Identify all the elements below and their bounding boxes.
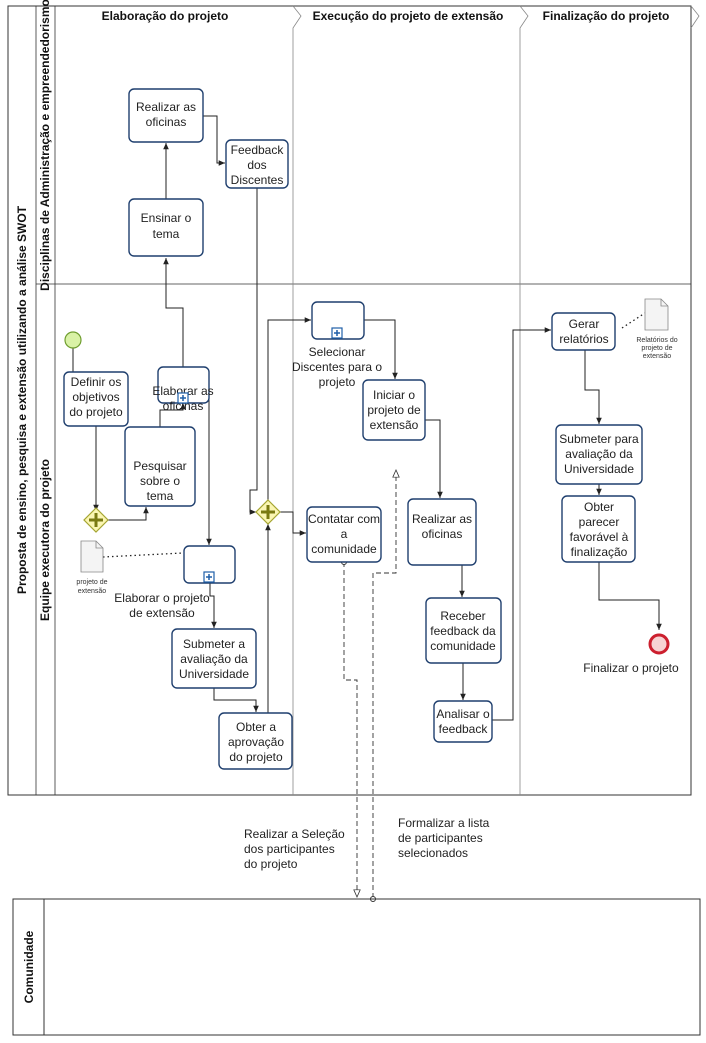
svg-text:oficinas: oficinas [422, 527, 463, 541]
svg-text:do projeto: do projeto [229, 750, 283, 764]
svg-text:avaliação da: avaliação da [565, 447, 633, 461]
svg-text:Iniciar o: Iniciar o [373, 388, 415, 402]
svg-text:Ensinar o: Ensinar o [141, 211, 192, 225]
phase-header-finalizacao: Finalização do projeto [543, 9, 670, 23]
pool-title: Proposta de ensino, pesquisa e extensão … [15, 205, 29, 594]
svg-text:parecer: parecer [579, 515, 620, 529]
svg-text:aprovação: aprovação [228, 735, 284, 749]
svg-text:objetivos: objetivos [72, 390, 119, 404]
svg-text:Pesquisar: Pesquisar [133, 459, 186, 473]
svg-text:tema: tema [153, 227, 180, 241]
lane-label-top: Disciplinas de Administração e empreende… [38, 0, 52, 291]
svg-text:feedback: feedback [439, 722, 489, 736]
label-elaborar-projeto-1: Elaborar o projeto [114, 591, 210, 605]
message-label-formalizar-2: de participantes [398, 831, 483, 845]
svg-text:avaliação da: avaliação da [180, 652, 248, 666]
label-selecionar-1: Selecionar [309, 345, 366, 359]
svg-text:Obter: Obter [584, 500, 614, 514]
svg-text:oficinas: oficinas [146, 115, 187, 129]
task-obter-parecer[interactable]: Obter parecer favorável à finalização [561, 495, 636, 563]
parallel-gateway-icon [255, 499, 281, 525]
svg-text:Realizar as: Realizar as [136, 100, 196, 114]
svg-text:Obter a: Obter a [236, 720, 276, 734]
message-label-selecao-3: do projeto [244, 857, 298, 871]
task-realizar-oficinas-disciplinas[interactable]: Realizar as oficinas [128, 88, 204, 143]
svg-text:Receber: Receber [440, 609, 485, 623]
svg-text:Submeter a: Submeter a [183, 637, 245, 651]
svg-text:favorável à: favorável à [570, 530, 629, 544]
task-pesquisar-tema[interactable]: Pesquisar sobre o tema [124, 426, 196, 507]
svg-text:dos: dos [247, 158, 266, 172]
report-label-1: Relatórios do [636, 337, 677, 344]
svg-text:a: a [341, 527, 348, 541]
svg-text:do projeto: do projeto [69, 405, 123, 419]
association-relatorios [621, 312, 646, 329]
svg-text:finalização: finalização [571, 545, 628, 559]
svg-text:feedback da: feedback da [430, 624, 496, 638]
task-gerar-relatorios[interactable]: Gerar relatórios [551, 312, 616, 351]
report-label-3: extensão [643, 353, 672, 360]
svg-text:Definir os: Definir os [71, 375, 122, 389]
end-event-label: Finalizar o projeto [583, 661, 679, 675]
parallel-gateway-icon [83, 507, 109, 533]
message-label-selecao-1: Realizar a Seleção [244, 827, 345, 841]
phase-header-execucao: Execução do projeto de extensão [313, 9, 504, 23]
task-submeter-avaliacao-universidade[interactable]: Submeter a avaliação da Universidade [171, 628, 257, 689]
subprocess-marker-icon [331, 327, 343, 339]
svg-text:Feedback: Feedback [231, 143, 285, 157]
document-icon [80, 540, 104, 573]
report-label-2: projeto de [641, 345, 672, 352]
phase-header-elaboracao: Elaboração do projeto [102, 9, 229, 23]
label-selecionar-3: projeto [319, 375, 356, 389]
document-icon [644, 298, 669, 331]
svg-text:Universidade: Universidade [564, 462, 634, 476]
label-elaborar-projeto-2: de extensão [129, 606, 195, 620]
svg-text:Analisar o: Analisar o [436, 707, 490, 721]
task-feedback-discentes[interactable]: Feedback dos Discentes [225, 139, 289, 189]
svg-text:tema: tema [147, 489, 174, 503]
label-selecionar-2: Discentes para o [292, 360, 382, 374]
label-elaborar-oficinas-1: Elaborar as [152, 384, 213, 398]
subprocess-elaborar-projeto[interactable] [183, 545, 236, 584]
task-analisar-feedback[interactable]: Analisar o feedback [433, 700, 493, 743]
start-event-icon [64, 331, 82, 349]
message-label-formalizar-1: Formalizar a lista [398, 816, 490, 830]
svg-text:Universidade: Universidade [179, 667, 249, 681]
task-ensinar-tema[interactable]: Ensinar o tema [128, 198, 204, 257]
task-iniciar-projeto[interactable]: Iniciar o projeto de extensão [362, 379, 426, 441]
subprocess-selecionar-discentes[interactable] [311, 301, 365, 340]
svg-text:projeto de: projeto de [367, 403, 421, 417]
association-projeto [102, 552, 184, 558]
task-receber-feedback[interactable]: Receber feedback da comunidade [425, 597, 502, 664]
document-label-1: projeto de [76, 579, 107, 586]
task-definir-objetivos[interactable]: Definir os objetivos do projeto [63, 371, 129, 427]
svg-text:Contatar com: Contatar com [308, 512, 380, 526]
sequence-flows [72, 115, 662, 721]
document-label-2: extensão [78, 588, 107, 595]
svg-text:sobre o: sobre o [140, 474, 180, 488]
svg-text:Gerar: Gerar [569, 317, 600, 331]
task-submeter-avaliacao-universidade-final[interactable]: Submeter para avaliação da Universidade [555, 424, 643, 485]
subprocess-marker-icon [203, 571, 215, 583]
community-pool-label: Comunidade [22, 930, 36, 1003]
task-obter-aprovacao[interactable]: Obter a aprovação do projeto [218, 712, 293, 770]
task-contatar-comunidade[interactable]: Contatar com a comunidade [306, 506, 382, 563]
community-pool [12, 898, 701, 1036]
svg-text:Realizar as: Realizar as [412, 512, 472, 526]
subprocess-marker-icon [177, 392, 189, 404]
message-label-selecao-2: dos participantes [244, 842, 335, 856]
svg-text:extensão: extensão [370, 418, 419, 432]
main-pool [7, 5, 700, 796]
end-event-icon [648, 633, 670, 655]
task-realizar-oficinas-execucao[interactable]: Realizar as oficinas [407, 498, 477, 566]
svg-text:comunidade: comunidade [430, 639, 496, 653]
lane-label-bottom: Equipe executora do projeto [38, 459, 52, 621]
svg-text:Submeter para: Submeter para [559, 432, 639, 446]
label-elaborar-oficinas-2: oficinas [163, 399, 204, 413]
message-label-formalizar-3: selecionados [398, 846, 468, 860]
svg-text:relatórios: relatórios [559, 332, 608, 346]
svg-text:Discentes: Discentes [231, 173, 284, 187]
svg-text:comunidade: comunidade [311, 542, 377, 556]
